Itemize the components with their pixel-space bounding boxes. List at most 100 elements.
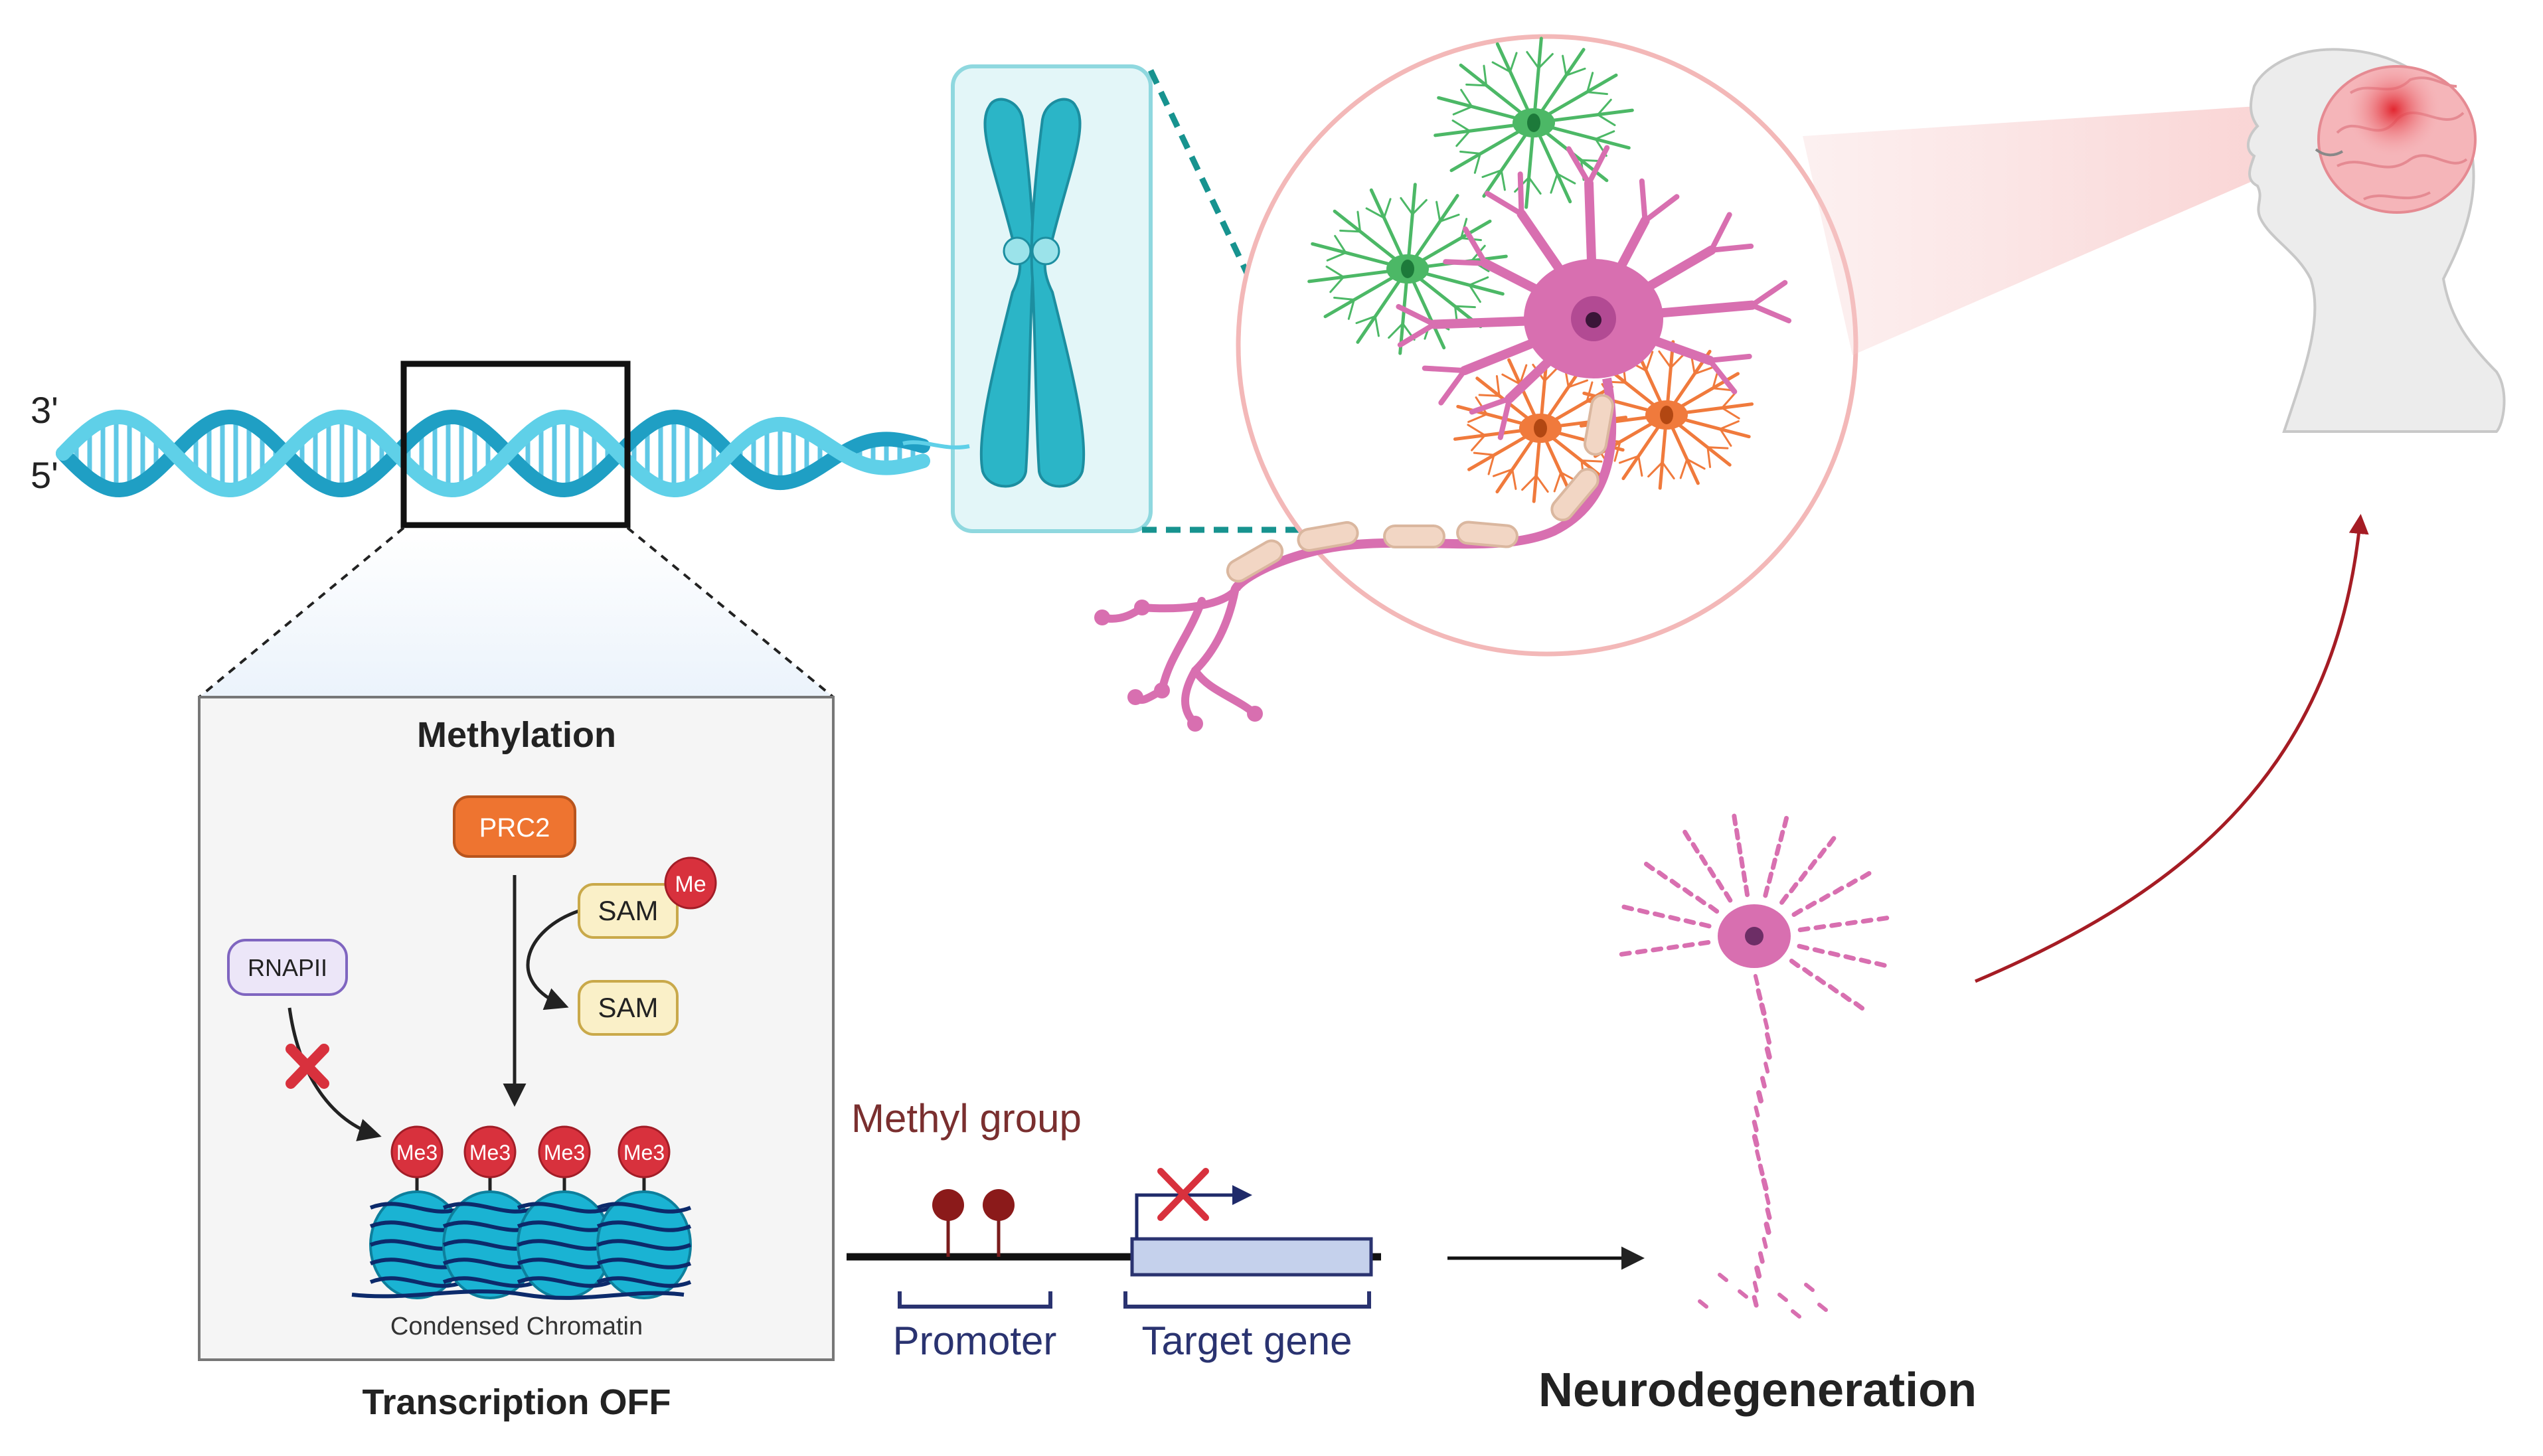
myelin-sheath [1383, 525, 1445, 548]
nucleosome [517, 1190, 612, 1299]
axon-fragment [1764, 1032, 1771, 1045]
brain-beam [1803, 100, 2364, 355]
dendrite-fragment [1732, 813, 1738, 827]
dendrite-fragment [1797, 943, 1810, 951]
terminal-fragment [1791, 1309, 1801, 1319]
me3-label: Me3 [469, 1141, 511, 1165]
me3-label: Me3 [544, 1141, 585, 1165]
dendrite-fragment [1827, 836, 1837, 847]
axon-fragment [1764, 1046, 1772, 1060]
dna-tail [902, 440, 970, 449]
me-ball [664, 856, 717, 910]
axon-fragment [1765, 1207, 1772, 1220]
tss-arrow [1135, 1185, 1252, 1239]
terminal-fragment [1738, 1289, 1748, 1299]
axon-fragment [1754, 1265, 1762, 1279]
dendrite-fragment [1739, 856, 1745, 869]
dendrite-fragment [1682, 829, 1692, 842]
axon-fragment [1752, 1295, 1759, 1308]
dendrite-fragment [1734, 827, 1740, 841]
dendrite-fragment [1860, 918, 1874, 924]
prc2-label: PRC2 [479, 813, 550, 843]
dendrite-fragment [1817, 847, 1827, 859]
me3-mark [617, 1125, 671, 1178]
dendrite-fragment [1874, 961, 1887, 968]
dendrite-fragment [1668, 915, 1681, 922]
axon-fragment [1760, 1076, 1767, 1089]
dendrite-fragment [1812, 947, 1825, 954]
panel-title: Methylation [417, 715, 616, 755]
axon-fragment [1752, 1281, 1759, 1293]
dendrite-fragment [1657, 870, 1668, 880]
dendrite-fragment [1741, 870, 1748, 883]
axon-fragment [1752, 1134, 1760, 1147]
dendrite-fragment [1653, 911, 1665, 918]
dendrite-fragment [1698, 854, 1708, 866]
dendrite-fragment [1767, 871, 1773, 884]
terminal-fragment [1698, 1299, 1708, 1309]
dendrite-fragment [1682, 942, 1695, 948]
myelin-sheath [1226, 539, 1284, 583]
axon-fragment [1759, 1003, 1767, 1016]
axon-terminal [1158, 597, 1206, 694]
block-x-icon [286, 1044, 329, 1089]
chromatin-label: Condensed Chromatin [390, 1313, 643, 1340]
target-gene-bracket [1123, 1291, 1371, 1309]
me3-label: Me3 [396, 1141, 438, 1165]
axon-fragment [1753, 974, 1760, 986]
dendrite-fragment [1779, 894, 1789, 905]
dendrite-fragment [1797, 926, 1811, 933]
zoom-line-right [626, 526, 835, 698]
dendrite-fragment [1802, 967, 1813, 977]
sam-conversion-arrow [526, 909, 580, 1011]
axon-fragment [1754, 1105, 1760, 1117]
axon-fragment [1763, 1018, 1769, 1030]
dendrite-fragment [1774, 843, 1781, 856]
dendrite-fragment [1690, 842, 1700, 854]
zoom-line-left [198, 526, 405, 698]
me3-mark [463, 1125, 517, 1178]
large-neuron [1094, 145, 1792, 732]
dendrite-fragment [1695, 896, 1706, 906]
myelin-sheath [1297, 521, 1359, 552]
sam-methylated-label: SAM [598, 895, 658, 926]
methyl-group-2 [983, 1189, 1015, 1221]
me3-mark [538, 1125, 591, 1178]
dendrite-fragment [1807, 858, 1817, 870]
dendrite-fragment [1858, 957, 1872, 965]
methyl-group-1 [932, 1189, 964, 1221]
dendrite-fragment [1805, 900, 1817, 910]
rnapii-box [227, 939, 348, 996]
zoom-projection [199, 528, 833, 697]
terminal-fragment [1718, 1273, 1728, 1282]
myelin-sheath [1583, 394, 1615, 456]
astrocyte [1434, 37, 1634, 209]
dendrite-fragment [1666, 944, 1679, 951]
me3-label: Me3 [623, 1141, 665, 1165]
dendrite-fragment [1791, 908, 1803, 917]
axon-fragment [1756, 1090, 1764, 1103]
dendrite-fragment [1635, 948, 1648, 955]
human-head [2247, 48, 2506, 433]
chromosome [951, 64, 1153, 533]
sam-label: SAM [598, 992, 658, 1023]
strand-5prime-label: 5' [31, 454, 58, 496]
dendrite-fragment [1682, 887, 1694, 897]
progression-arrow [1975, 514, 2369, 983]
axon-terminal [1191, 587, 1239, 675]
dendrite-fragment [1619, 951, 1632, 957]
rnapii-blocked-arrow [287, 1007, 382, 1141]
dendrite-fragment [1828, 951, 1841, 957]
sam-methylated-box [578, 883, 679, 939]
me3-mark [390, 1125, 444, 1178]
sam-box [578, 980, 679, 1036]
dendrite-fragment [1744, 884, 1750, 898]
dendrite-fragment [1829, 922, 1843, 928]
dna-linker [351, 1289, 685, 1300]
degenerating-neuron [1619, 813, 1890, 1319]
axon-fragment [1758, 1251, 1765, 1264]
myelin-sheath [1550, 467, 1600, 522]
axon-fragment [1764, 1062, 1770, 1074]
